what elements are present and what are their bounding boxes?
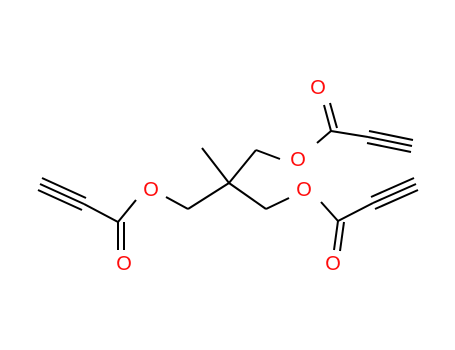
left-alkyne-triple-bond-b: [41, 177, 87, 199]
upper-carbonyl-oxygen-label: O: [310, 77, 326, 99]
right-ester-oxygen-label: O: [296, 179, 312, 201]
right-alkyne-triple-bond-c: [374, 189, 419, 210]
right-carbonyl-oxygen-label: O: [325, 253, 341, 275]
upper-carbonyl-double-bond-b: [329, 102, 338, 129]
oxygen-atoms: O O O O O O: [116, 77, 341, 275]
right-carbonyl-c-to-alkyne-bond: [337, 202, 374, 222]
left-carbonyl-c-to-o-bond: [117, 199, 137, 223]
right-carbonyl-double-bond-b: [339, 221, 345, 252]
methyl-bond: [201, 147, 230, 184]
quaternary-to-upper-ch2-bond: [228, 149, 257, 184]
upper-carbonyl-double-bond-a: [323, 104, 332, 132]
right-alkyne-triple-bond-a: [372, 183, 417, 204]
upper-alkyne-triple-bond-c: [366, 142, 412, 153]
quaternary-to-right-ch2-bond: [228, 182, 267, 210]
right-alkyne-triple-bond-b: [370, 177, 415, 198]
upper-carbonyl-c-to-alkyne-bond: [330, 130, 369, 138]
upper-ch2-to-o-bond: [255, 149, 281, 160]
right-carbonyl-double-bond-a: [333, 220, 339, 251]
right-carbonyl-c-to-o-bond: [320, 201, 339, 222]
left-alkyne-triple-bond-a: [39, 183, 85, 205]
upper-alkyne-triple-bond-b: [368, 130, 414, 141]
upper-alkyne-triple-bond-a: [367, 136, 413, 147]
left-ester-oxygen-label: O: [143, 179, 159, 201]
carbon-skeleton: [37, 102, 419, 252]
left-alkyne-triple-bond-c: [37, 189, 83, 211]
left-ch2-to-o-bond: [165, 196, 189, 210]
right-ch2-to-o-bond: [265, 197, 290, 210]
upper-carbonyl-c-to-o-bond: [316, 130, 332, 144]
quaternary-to-left-ch2-bond: [187, 182, 230, 210]
left-carbonyl-oxygen-label: O: [116, 253, 132, 275]
upper-ester-oxygen-label: O: [290, 149, 306, 171]
left-carbonyl-c-to-alkyne-bond: [83, 203, 119, 223]
